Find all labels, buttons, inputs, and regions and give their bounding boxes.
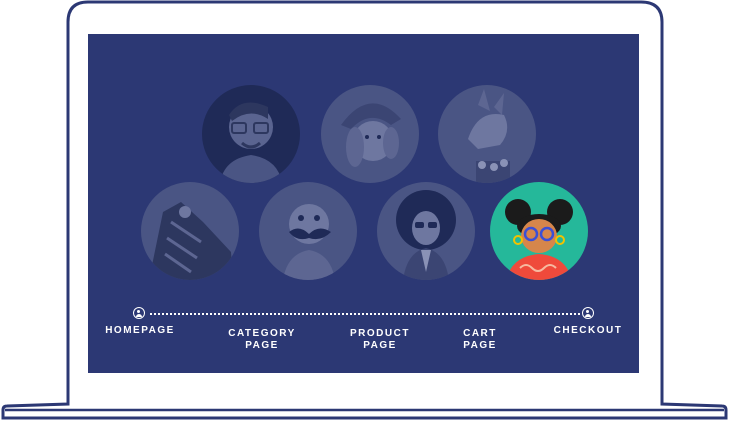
- avatar-curly-hair-woman: [490, 182, 588, 280]
- step-checkout: CHECKOUT: [553, 325, 623, 336]
- user-circle-icon: [582, 307, 594, 319]
- step-cart-page: CART PAGE: [463, 328, 497, 351]
- step-category-page: CATEGORY PAGE: [228, 328, 296, 351]
- avatar-afro-woman: [377, 182, 475, 280]
- avatar-mustache-man: [259, 182, 357, 280]
- user-circle-icon: [133, 307, 145, 319]
- journey-progress-line: [150, 313, 580, 315]
- avatar-llama: [438, 85, 536, 183]
- avatar-dog: [321, 85, 419, 183]
- step-product-page: PRODUCT PAGE: [350, 328, 410, 351]
- step-homepage: HOMEPAGE: [105, 325, 175, 336]
- avatar-knight: [141, 182, 239, 280]
- avatar-glasses-man: [202, 85, 300, 183]
